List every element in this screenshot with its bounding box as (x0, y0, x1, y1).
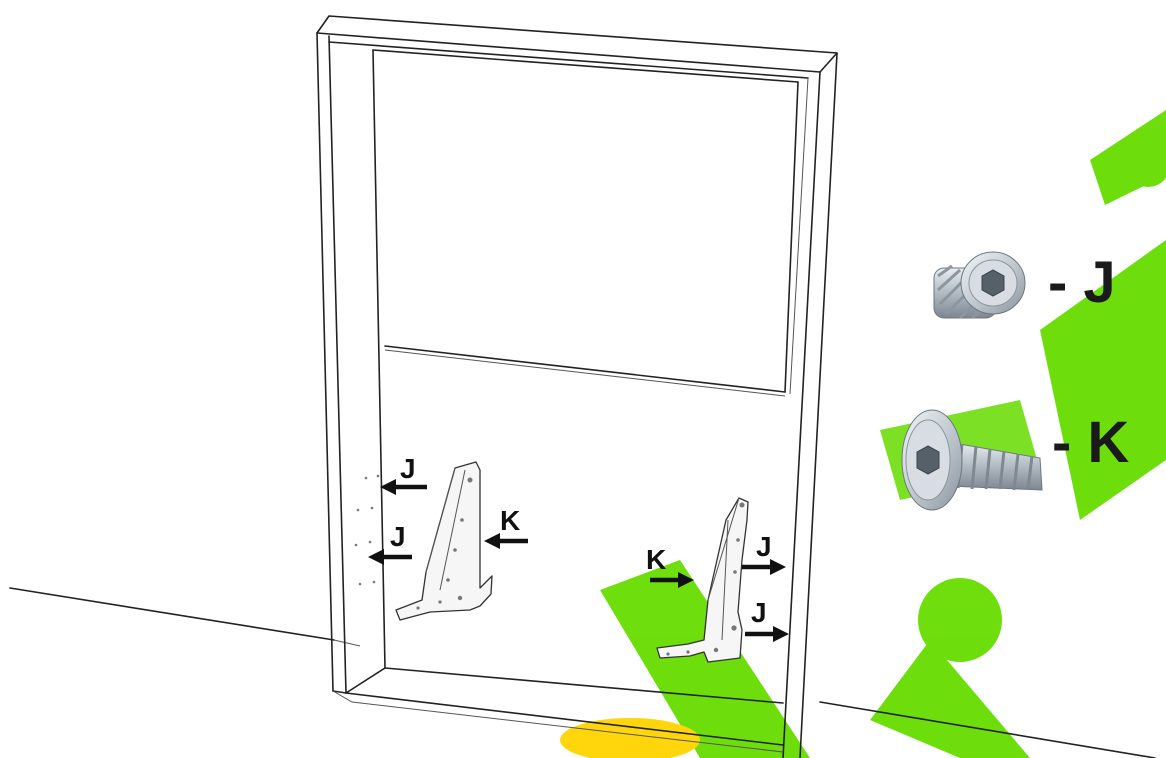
callout-left-top: J (380, 453, 427, 495)
callout-label: K (646, 544, 666, 575)
legend-label: - K (1052, 410, 1129, 475)
predrilled-holes (355, 475, 380, 586)
callout-right-top: J (742, 531, 786, 575)
callout-label: K (500, 505, 520, 536)
callout-left-bottom: J (368, 521, 412, 565)
legend-label: - J (1048, 250, 1116, 315)
threaded-insert-nut-icon (934, 252, 1025, 318)
legend-item-j: - J (934, 250, 1116, 318)
callout-label: J (751, 597, 767, 628)
callout-label: J (756, 531, 772, 562)
callout-left-bracket: K (484, 505, 528, 549)
callout-right-bottom: J (745, 597, 789, 642)
callout-label: J (400, 453, 416, 484)
callout-label: J (390, 521, 406, 552)
cabinet-frame (317, 16, 837, 758)
